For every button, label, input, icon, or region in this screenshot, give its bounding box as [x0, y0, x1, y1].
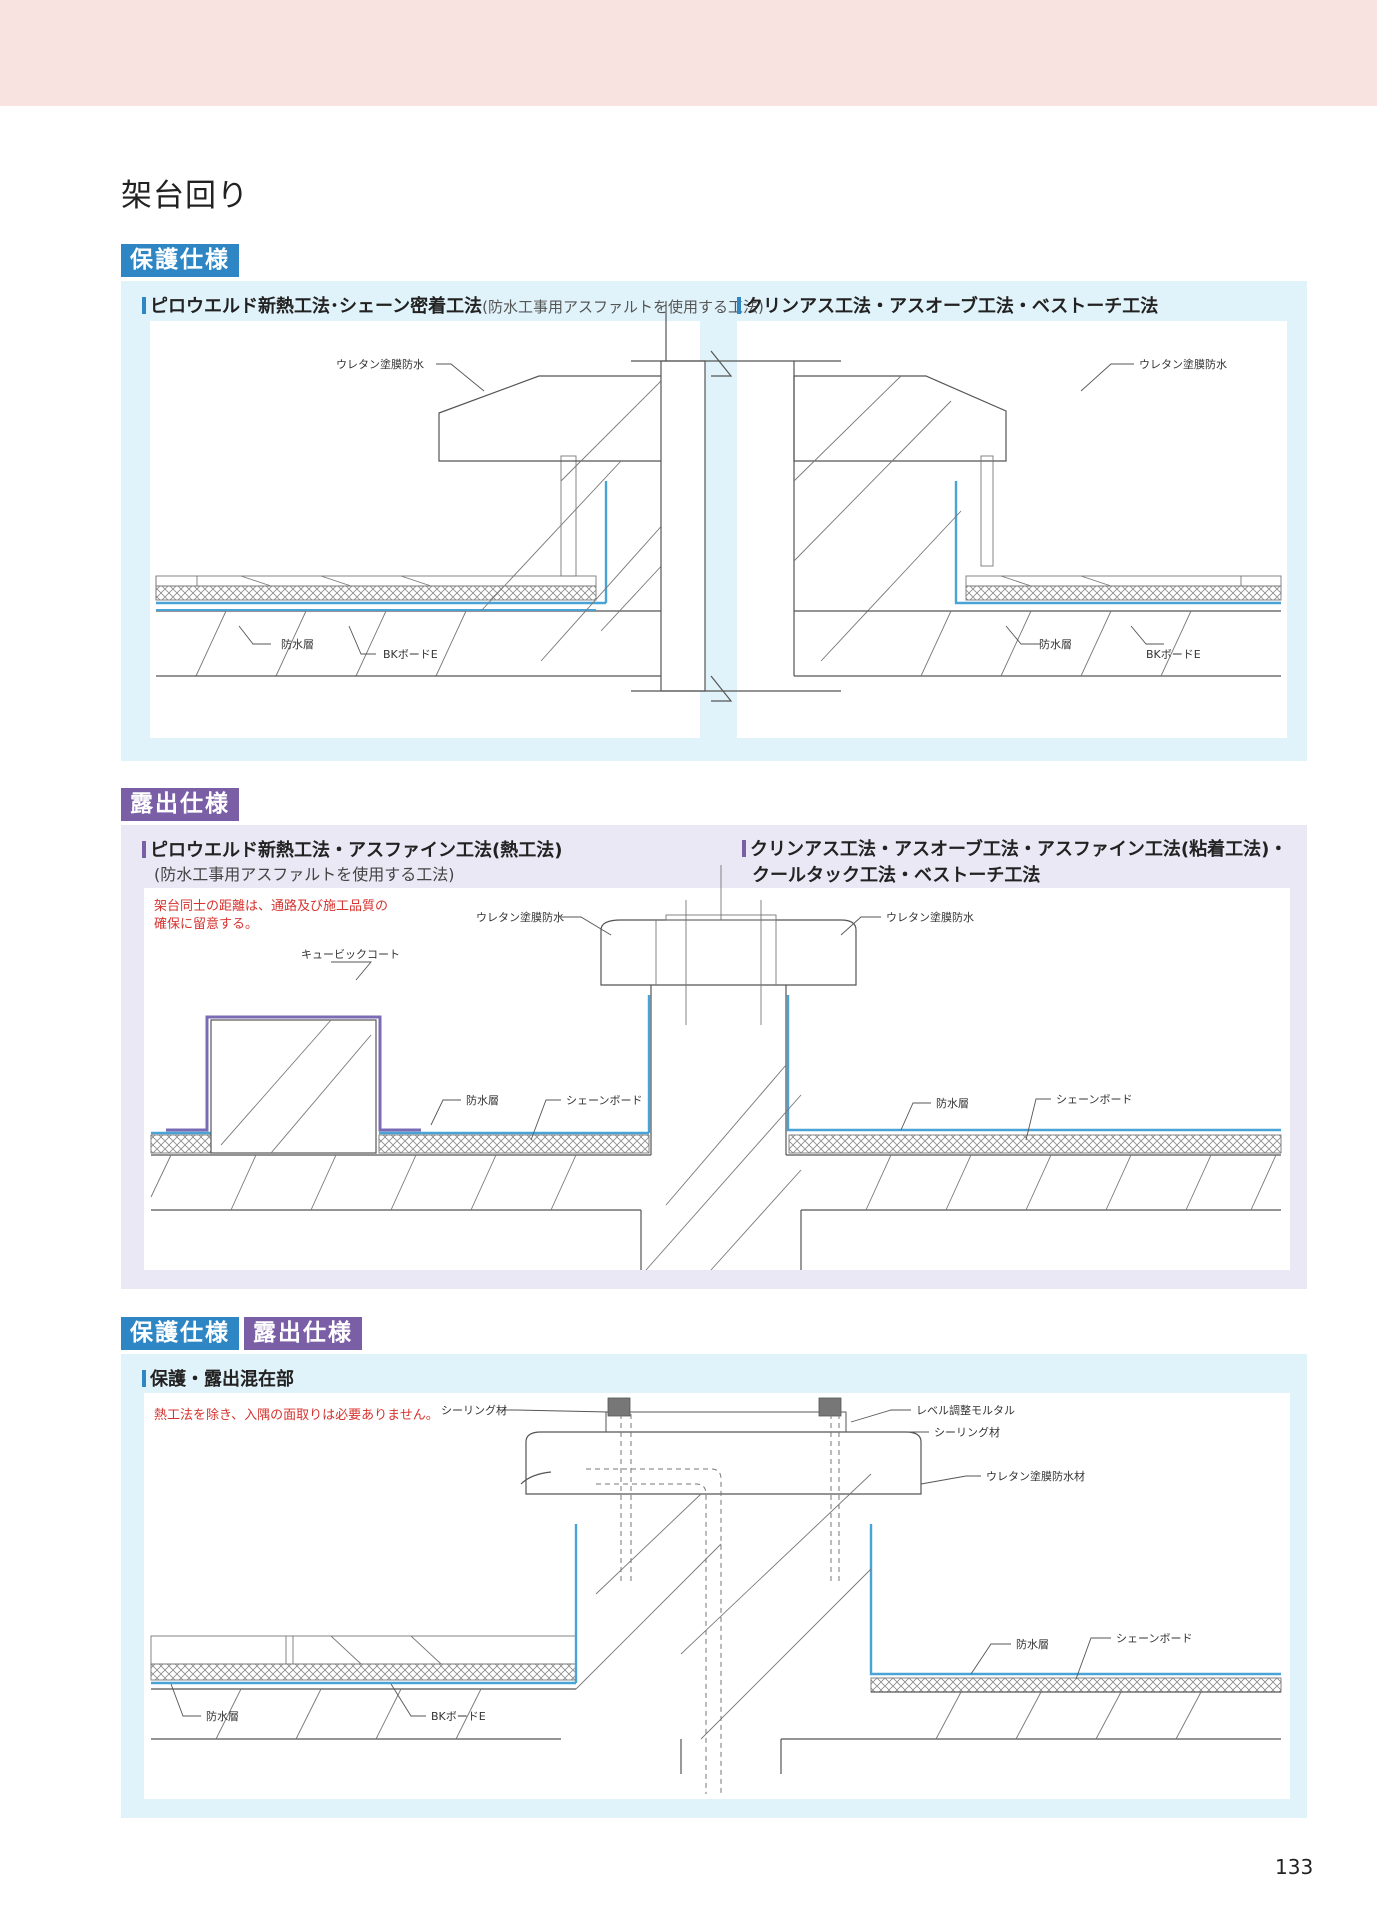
heading-bar-icon — [142, 841, 146, 858]
page-title: 架台回り — [121, 178, 249, 214]
section2-cubic-box — [166, 1015, 421, 1154]
section2-slab-hatch — [150, 1154, 1277, 1211]
section1-right-heading: クリンアス工法・アスオーブ工法・ベストーチ工法 — [737, 292, 1158, 318]
section2-diagram: キュービックコート ウレタン塗膜防水 ウレタン塗膜防水 防水層 シェーンボード … — [150, 865, 1282, 1271]
section3-heading: 保護・露出混在部 — [142, 1365, 294, 1391]
mixed-protect-tag: 保護仕様 — [121, 1317, 239, 1350]
protect-spec-tag: 保護仕様 — [121, 244, 239, 277]
label-sealing-right: シーリング材 — [934, 1425, 1000, 1439]
section2-right-heading-line1: クリンアス工法・アスオーブ工法・アスファイン工法(粘着工法)・ — [742, 835, 1287, 861]
label-urethane-left: ウレタン塗膜防水 — [336, 357, 424, 371]
section1-left-slab — [156, 609, 661, 677]
top-color-band — [0, 0, 1377, 106]
label-bkboard-right: BKボードE — [1146, 648, 1201, 661]
label-cubic-coat: キュービックコート — [301, 948, 400, 961]
section2-note-line1: 架台同士の距離は、通路及び施工品質の — [154, 899, 389, 914]
label-waterproof-right: 防水層 — [936, 1096, 969, 1110]
label-shane-board-left: シェーンボード — [566, 1094, 642, 1107]
section1-left-protection — [155, 575, 606, 605]
mixed-exposed-tag: 露出仕様 — [244, 1317, 362, 1350]
page-number: 133 — [1275, 1855, 1314, 1879]
label-waterproof-left: 防水層 — [466, 1093, 499, 1107]
section1-column — [631, 350, 841, 702]
section2-note: 架台同士の距離は、通路及び施工品質の 確保に留意する。 — [154, 898, 388, 934]
heading-bar-icon — [742, 840, 746, 857]
label-urethane-right: ウレタン塗膜防水 — [1139, 357, 1227, 371]
section1-left-curb — [438, 301, 667, 691]
label-urethane-right: ウレタン塗膜防水 — [886, 910, 974, 924]
section2-note-line2: 確保に留意する。 — [154, 917, 259, 932]
section1-left-heading-text: ピロウエルド新熱工法･シェーン密着工法 — [150, 296, 483, 317]
section3-left-slab — [150, 1635, 577, 1740]
section3-note: 熱工法を除き、入隅の面取りは必要ありません。 — [154, 1408, 439, 1423]
section1-left-heading-note: (防水工事用アスファルトを使用する工法) — [482, 298, 764, 316]
section1-right-curb — [793, 361, 1282, 677]
label-waterproof-left: 防水層 — [206, 1709, 239, 1723]
label-waterproof-right: 防水層 — [1039, 637, 1072, 651]
section2-left-subheading: (防水工事用アスファルトを使用する工法) — [154, 865, 455, 884]
label-waterproof-left: 防水層 — [281, 637, 314, 651]
section2-central-structure — [600, 865, 1282, 1271]
exposed-spec-tag: 露出仕様 — [121, 788, 239, 821]
section3-diagram: シーリング材 レベル調整モルタル シーリング材 ウレタン塗膜防水材 防水層 シェ… — [150, 1397, 1282, 1794]
label-bkboard-left: BKボードE — [383, 648, 438, 661]
label-shane-board: シェーンボード — [1116, 1632, 1192, 1645]
section2-right-heading-line1-text: クリンアス工法・アスオーブ工法・アスファイン工法(粘着工法)・ — [750, 839, 1288, 860]
label-sealing-left: シーリング材 — [441, 1403, 507, 1417]
section2-left-heading-text: ピロウエルド新熱工法・アスファイン工法(熱工法) — [150, 840, 563, 861]
label-shane-board-right: シェーンボード — [1056, 1093, 1132, 1106]
label-urethane-left: ウレタン塗膜防水 — [476, 910, 564, 924]
label-waterproof-right: 防水層 — [1016, 1637, 1049, 1651]
section1-left-heading: ピロウエルド新熱工法･シェーン密着工法(防水工事用アスファルトを使用する工法) — [142, 292, 764, 318]
section1-diagram: ウレタン塗膜防水 ウレタン塗膜防水 防水層 BKボードE 防水層 BKボードE — [155, 301, 1282, 702]
section1-left-canvas — [150, 321, 700, 738]
section3-heading-text: 保護・露出混在部 — [150, 1369, 294, 1390]
heading-bar-icon — [142, 1370, 146, 1387]
section2-right-heading-line2: クールタック工法・ベストーチ工法 — [752, 865, 1041, 886]
section2-left-heading: ピロウエルド新熱工法・アスファイン工法(熱工法) — [142, 836, 562, 862]
section3-canvas — [144, 1393, 1290, 1799]
label-bkboard: BKボードE — [431, 1710, 486, 1723]
section3-central-structure — [520, 1397, 1282, 1794]
section1-right-canvas — [737, 321, 1287, 738]
heading-bar-icon — [737, 297, 741, 314]
label-level-mortar: レベル調整モルタル — [916, 1403, 1015, 1417]
label-urethane: ウレタン塗膜防水材 — [986, 1469, 1085, 1483]
heading-bar-icon — [142, 297, 146, 314]
section1-right-heading-text: クリンアス工法・アスオーブ工法・ベストーチ工法 — [745, 296, 1159, 317]
